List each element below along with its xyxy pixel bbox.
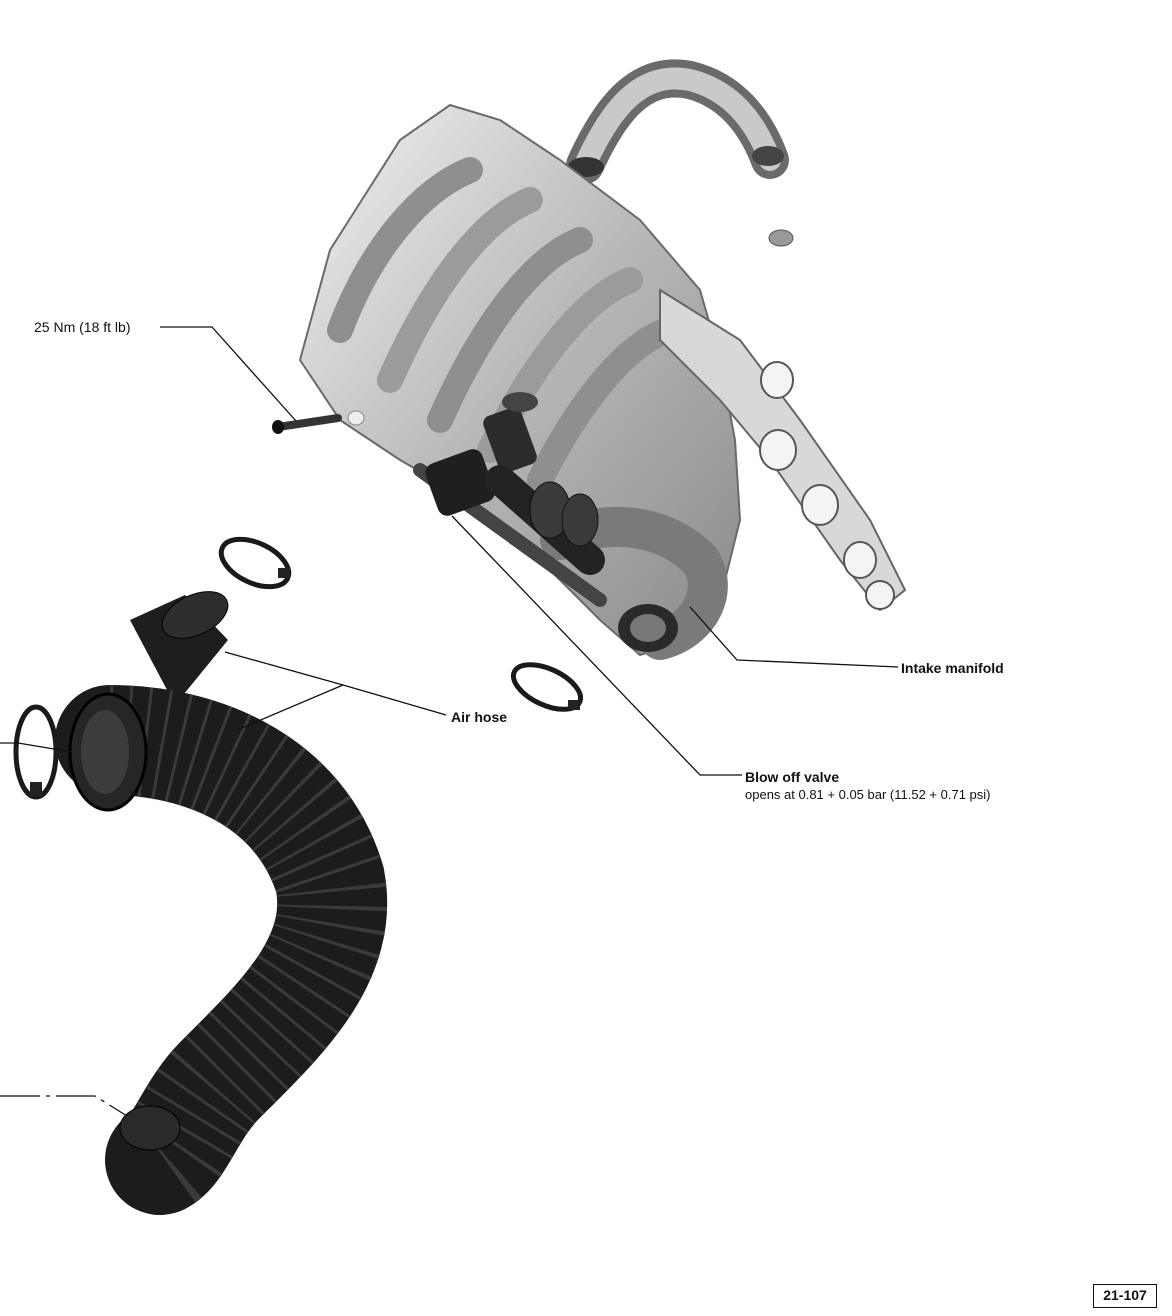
coupling-hose [130, 591, 229, 705]
blow-off-leader [451, 515, 742, 776]
torque-leader [160, 326, 297, 422]
blow-off-valve-spec: opens at 0.81 + 0.05 bar (11.52 + 0.71 p… [745, 787, 991, 802]
washer [768, 229, 794, 247]
intake-leader [689, 606, 899, 668]
torque-spec-label: 25 Nm (18 ft lb) [34, 319, 131, 335]
air-hose-leader-2 [236, 684, 344, 731]
page-number: 21-107 [1093, 1284, 1157, 1308]
metal-pipe [566, 59, 789, 184]
hose-clamp-2 [510, 662, 584, 712]
hose-clamp-1 [218, 536, 292, 590]
left-edge-leader-1 [0, 742, 73, 753]
intake-manifold [298, 103, 742, 660]
bolt [272, 410, 365, 434]
air-hose-leader-1 [224, 651, 447, 716]
corrugated-air-hose [55, 685, 388, 1215]
intake-manifold-label: Intake manifold [901, 660, 1004, 676]
hose-clamp-3 [13, 704, 59, 800]
blow-off-valve [425, 392, 605, 575]
manifold-gasket [659, 288, 907, 612]
air-hose-label: Air hose [451, 709, 508, 725]
leader-lines [0, 326, 899, 1117]
left-edge-leader-2 [0, 1095, 128, 1117]
blow-off-valve-label: Blow off valve [745, 769, 840, 785]
